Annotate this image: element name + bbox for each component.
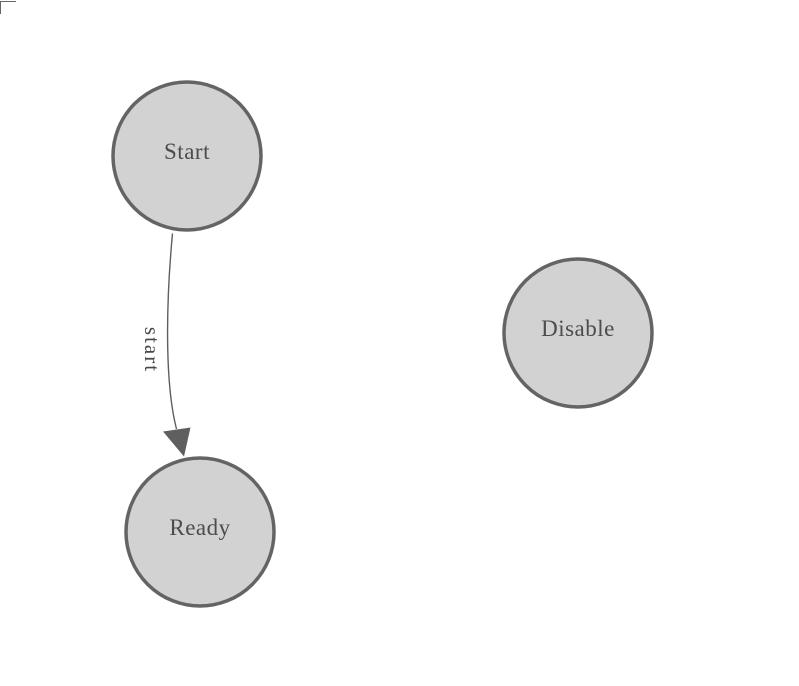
edge-path[interactable] bbox=[166, 233, 178, 430]
canvas-corner-mark bbox=[0, 1, 16, 14]
node-ready[interactable]: Ready bbox=[124, 456, 276, 608]
node-start-label: Start bbox=[164, 139, 210, 164]
node-start-circle[interactable] bbox=[111, 80, 263, 232]
edge-start-to-ready[interactable]: start bbox=[140, 233, 191, 457]
node-start[interactable]: Start bbox=[111, 80, 263, 232]
node-disable-label: Disable bbox=[541, 316, 615, 341]
edge-arrowhead-icon bbox=[163, 427, 191, 457]
node-disable-circle[interactable] bbox=[502, 257, 654, 409]
edge-label: start bbox=[140, 327, 164, 373]
node-ready-circle[interactable] bbox=[124, 456, 276, 608]
node-disable[interactable]: Disable bbox=[502, 257, 654, 409]
node-ready-label: Ready bbox=[169, 515, 230, 540]
